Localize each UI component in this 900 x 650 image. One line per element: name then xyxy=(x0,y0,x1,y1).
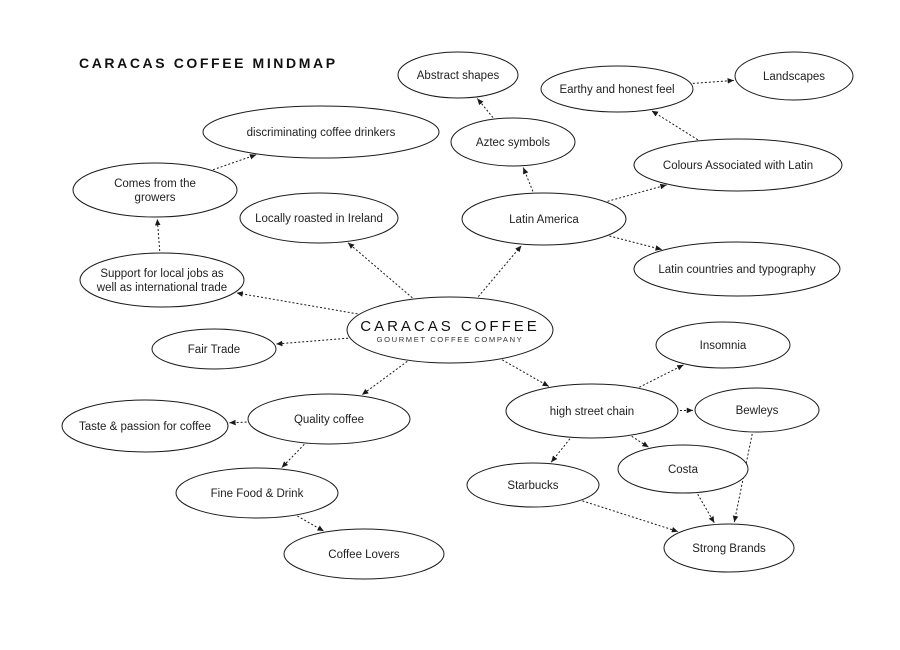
node-label: Costa xyxy=(668,464,699,476)
center-ellipse xyxy=(346,296,554,364)
node-ellipse xyxy=(450,117,576,167)
edge-aztec-to-abstract-shapes xyxy=(476,98,494,118)
node-latin-typography: Latin countries and typography xyxy=(633,241,841,297)
node-bewleys: Bewleys xyxy=(694,387,820,433)
node-ellipse xyxy=(617,444,749,494)
node-ellipse xyxy=(633,138,843,192)
node-ellipse xyxy=(79,252,245,308)
node-label: Taste & passion for coffee xyxy=(79,421,211,433)
node-label: Locally roasted in Ireland xyxy=(255,213,383,225)
node-label: Coffee Lovers xyxy=(328,549,400,561)
edge-costa-to-strong-brands xyxy=(697,493,715,524)
node-coffee-lovers: Coffee Lovers xyxy=(283,528,445,580)
node-support-local: Support for local jobs as well as interna… xyxy=(79,252,245,308)
edge-latin-america-to-colours-latin xyxy=(607,183,667,202)
node-label: Strong Brands xyxy=(692,543,766,555)
node-ellipse xyxy=(694,387,820,433)
node-ellipse xyxy=(202,105,440,159)
node-ellipse xyxy=(283,528,445,580)
node-ellipse xyxy=(663,523,795,573)
node-label: Latin countries and typography xyxy=(658,264,816,276)
edge-comes-from-growers-to-discriminating xyxy=(212,154,257,171)
node-landscapes: Landscapes xyxy=(734,51,854,101)
edge-starbucks-to-strong-brands xyxy=(582,500,679,533)
node-label: Abstract shapes xyxy=(417,70,500,82)
node-label: discriminating coffee drinkers xyxy=(247,127,396,139)
node-starbucks: Starbucks xyxy=(466,462,600,508)
node-aztec: Aztec symbols xyxy=(450,117,576,167)
edge-center-to-latin-america xyxy=(477,245,522,297)
node-ellipse xyxy=(655,321,791,369)
node-ellipse xyxy=(466,462,600,508)
node-abstract-shapes: Abstract shapes xyxy=(397,51,519,99)
node-label: Fine Food & Drink xyxy=(211,488,304,500)
edge-colours-latin-to-earthy-feel xyxy=(651,110,699,141)
node-ellipse xyxy=(151,328,277,370)
node-label: Aztec symbols xyxy=(476,137,550,149)
node-discriminating: discriminating coffee drinkers xyxy=(202,105,440,159)
node-comes-from-growers: Comes from the growers xyxy=(72,162,238,218)
node-costa: Costa xyxy=(617,444,749,494)
node-taste-passion: Taste & passion for coffee xyxy=(61,399,229,453)
edge-quality-coffee-to-fine-food xyxy=(281,444,305,468)
node-label: Insomnia xyxy=(700,340,747,352)
edge-center-to-support-local xyxy=(236,291,358,315)
node-label: growers xyxy=(135,192,176,204)
node-colours-latin: Colours Associated with Latin xyxy=(633,138,843,192)
node-quality-coffee: Quality coffee xyxy=(247,393,411,445)
node-high-street: high street chain xyxy=(505,383,679,439)
node-fair-trade: Fair Trade xyxy=(151,328,277,370)
node-label: Fair Trade xyxy=(188,344,240,356)
node-label: Latin America xyxy=(509,214,579,226)
node-insomnia: Insomnia xyxy=(655,321,791,369)
node-ellipse xyxy=(61,399,229,453)
edge-earthy-feel-to-landscapes xyxy=(692,78,734,84)
node-label: Comes from the xyxy=(114,178,196,190)
node-latin-america: Latin America xyxy=(461,192,627,246)
edge-center-to-high-street xyxy=(501,359,550,387)
diagram-title: CARACAS COFFEE MINDMAP xyxy=(79,55,338,71)
node-ellipse xyxy=(540,65,694,113)
node-earthy-feel: Earthy and honest feel xyxy=(540,65,694,113)
node-ellipse xyxy=(734,51,854,101)
node-strong-brands: Strong Brands xyxy=(663,523,795,573)
edge-high-street-to-insomnia xyxy=(639,364,684,388)
edge-center-to-quality-coffee xyxy=(361,360,408,396)
node-label: Support for local jobs as xyxy=(100,268,224,280)
node-ellipse xyxy=(633,241,841,297)
center-subtitle: GOURMET COFFEE COMPANY xyxy=(377,335,524,344)
node-label: high street chain xyxy=(550,406,634,418)
node-label: Starbucks xyxy=(507,480,558,492)
edge-center-to-fair-trade xyxy=(276,337,349,347)
edge-support-local-to-comes-from-growers xyxy=(154,218,161,252)
node-fine-food: Fine Food & Drink xyxy=(175,467,339,519)
edge-fine-food-to-coffee-lovers xyxy=(297,515,325,532)
edge-latin-america-to-aztec xyxy=(522,167,534,192)
node-label: Bewleys xyxy=(736,405,779,417)
node-ellipse xyxy=(239,192,399,244)
center-title: CARACAS COFFEE xyxy=(360,318,540,335)
edge-high-street-to-costa xyxy=(631,435,649,448)
edge-quality-coffee-to-taste-passion xyxy=(229,419,247,426)
edge-center-to-locally-roasted xyxy=(347,242,413,299)
node-locally-roasted: Locally roasted in Ireland xyxy=(239,192,399,244)
edge-high-street-to-starbucks xyxy=(550,438,571,463)
edge-latin-america-to-latin-typography xyxy=(609,235,662,251)
node-ellipse xyxy=(72,162,238,218)
node-ellipse xyxy=(247,393,411,445)
node-label: well as international trade xyxy=(96,282,227,294)
node-ellipse xyxy=(505,383,679,439)
node-ellipse xyxy=(175,467,339,519)
node-ellipse xyxy=(397,51,519,99)
node-label: Landscapes xyxy=(763,71,825,83)
node-ellipse xyxy=(461,192,627,246)
node-label: Earthy and honest feel xyxy=(559,84,674,96)
node-label: Colours Associated with Latin xyxy=(663,160,813,172)
node-label: Quality coffee xyxy=(294,414,364,426)
